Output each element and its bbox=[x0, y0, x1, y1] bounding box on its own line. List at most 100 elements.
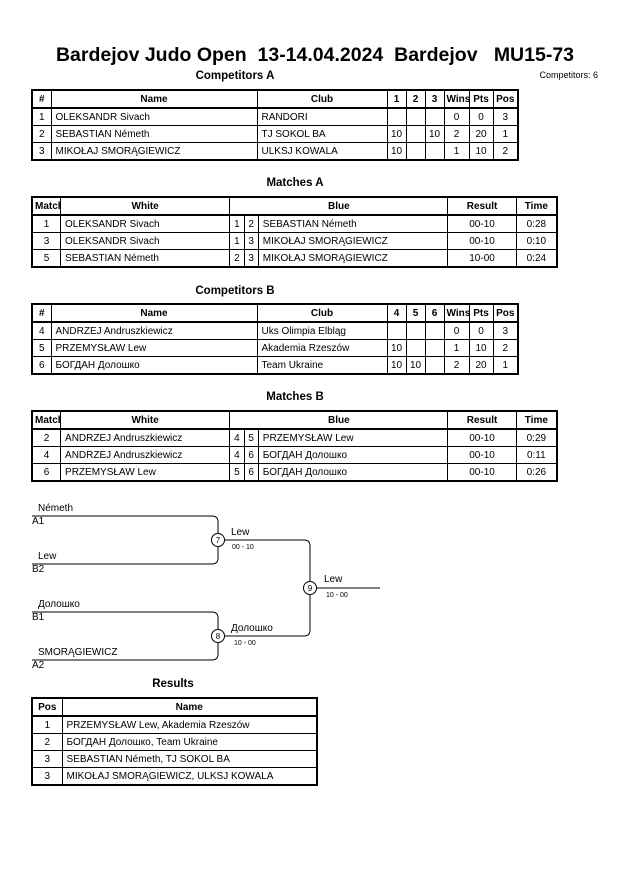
bracket-line-sf1 bbox=[32, 515, 219, 565]
bracket-match9-score: 10 - 00 bbox=[326, 592, 348, 599]
cell-score: 10 bbox=[405, 356, 426, 375]
cell-num: 5 bbox=[31, 339, 52, 357]
matches-a-heading: Matches A bbox=[266, 177, 324, 189]
cell-time: 0:24 bbox=[515, 249, 558, 268]
cell-wins: 1 bbox=[443, 339, 470, 357]
cell-name: PRZEMYSŁAW Lew, Akademia Rzeszów bbox=[61, 715, 318, 734]
col-name: Name bbox=[50, 303, 258, 323]
table-header: # Name Club 1 2 3 Wins Pts Pos bbox=[31, 89, 519, 109]
match-9-circle bbox=[303, 581, 317, 595]
cell-blue-num: 6 bbox=[243, 463, 259, 482]
cell-name: PRZEMYSŁAW Lew bbox=[50, 339, 258, 357]
col-pos: Pos bbox=[492, 89, 519, 109]
col-score-6: 6 bbox=[424, 303, 445, 323]
cell-result: 00-10 bbox=[447, 232, 517, 250]
col-time: Time bbox=[515, 196, 558, 216]
col-score-1: 1 bbox=[386, 89, 407, 109]
cell-pos: 1 bbox=[492, 125, 519, 143]
cell-name: MIKOŁAJ SMORĄGIEWICZ, ULKSJ KOWALA bbox=[61, 767, 318, 786]
col-club: Club bbox=[256, 89, 388, 109]
bracket-sf1-bottom-name: Lew bbox=[38, 551, 57, 562]
cell-club: Akademia Rzeszów bbox=[256, 339, 388, 357]
cell-name: MIKOŁAJ SMORĄGIEWICZ bbox=[50, 142, 258, 161]
cell-name: SEBASTIAN Németh bbox=[50, 125, 258, 143]
match-7-circle bbox=[211, 533, 225, 547]
col-pos: Pos bbox=[492, 303, 519, 323]
cell-time: 0:10 bbox=[515, 232, 558, 250]
cell-white: ANDRZEJ Andruszkiewicz bbox=[60, 446, 231, 464]
bracket-match8-winner: Долошко bbox=[231, 623, 273, 634]
bracket-sf2-top-name: Долошко bbox=[38, 599, 80, 610]
col-result: Result bbox=[447, 410, 517, 430]
cell-result: 00-10 bbox=[447, 463, 517, 482]
col-blue: Blue bbox=[229, 410, 449, 430]
competitors-count: Competitors: 6 bbox=[539, 70, 598, 80]
bracket-sf2-bottom-name: SMORĄGIEWICZ bbox=[38, 647, 118, 658]
bracket-sf1-top-name: Németh bbox=[38, 503, 74, 514]
cell-white: SEBASTIAN Németh bbox=[60, 249, 231, 268]
cell-time: 0:26 bbox=[515, 463, 558, 482]
col-white: White bbox=[60, 196, 231, 216]
competitors-a-heading: Competitors A bbox=[195, 70, 275, 82]
matches-a-table: Match White Blue Result Time 1OLEKSANDR … bbox=[31, 196, 558, 268]
col-result: Result bbox=[447, 196, 517, 216]
page-title: Bardejov Judo Open 13-14.04.2024 Bardejo… bbox=[55, 44, 575, 66]
col-pos: Pos bbox=[31, 697, 63, 717]
competitors-b-heading: Competitors B bbox=[195, 285, 275, 297]
cell-pos: 3 bbox=[31, 767, 63, 786]
cell-blue-num: 6 bbox=[243, 446, 259, 464]
col-white: White bbox=[60, 410, 231, 430]
bracket-sf1-bottom-seed: B2 bbox=[32, 564, 45, 575]
cell-blue: MIKOŁAJ SMORĄGIEWICZ bbox=[257, 249, 449, 268]
table-header: # Name Club 4 5 6 Wins Pts Pos bbox=[31, 303, 519, 323]
cell-pos: 1 bbox=[492, 356, 519, 375]
cell-wins: 2 bbox=[443, 125, 470, 143]
cell-num: 3 bbox=[31, 142, 52, 161]
cell-pos: 2 bbox=[492, 142, 519, 161]
bracket-match7-score: 00 - 10 bbox=[232, 544, 254, 551]
matches-b-heading: Matches B bbox=[266, 391, 324, 403]
bracket-sf2-top-seed: B1 bbox=[32, 612, 45, 623]
col-time: Time bbox=[515, 410, 558, 430]
cell-pos: 1 bbox=[31, 715, 63, 734]
bracket-sf1-top-seed: A1 bbox=[32, 516, 45, 527]
col-name: Name bbox=[50, 89, 258, 109]
match-8-number: 8 bbox=[216, 632, 221, 641]
bracket-line-final bbox=[218, 539, 311, 637]
col-name: Name bbox=[61, 697, 318, 717]
bracket-match9-winner: Lew bbox=[324, 574, 343, 585]
table-header: Match White Blue Result Time bbox=[31, 410, 558, 430]
cell-blue-num: 3 bbox=[243, 232, 259, 250]
cell-match: 3 bbox=[31, 232, 62, 250]
bracket-match8-score: 10 - 00 bbox=[234, 640, 256, 647]
col-blue: Blue bbox=[229, 196, 449, 216]
match-8-circle bbox=[211, 629, 225, 643]
cell-time: 0:11 bbox=[515, 446, 558, 464]
table-header: Match White Blue Result Time bbox=[31, 196, 558, 216]
col-match: Match bbox=[31, 410, 62, 430]
match-7-number: 7 bbox=[216, 536, 221, 545]
cell-blue: БОГДАН Долошко bbox=[257, 463, 449, 482]
results-heading: Results bbox=[152, 678, 194, 690]
cell-name: SEBASTIAN Németh, TJ SOKOL BA bbox=[61, 750, 318, 768]
cell-pos: 3 bbox=[31, 750, 63, 768]
cell-pts: 10 bbox=[468, 142, 494, 161]
cell-pos: 2 bbox=[31, 733, 63, 751]
